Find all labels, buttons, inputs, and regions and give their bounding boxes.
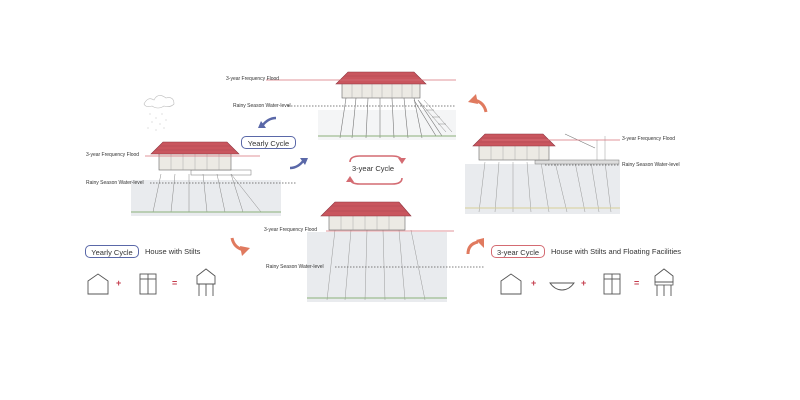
- label-flood-bottom: 3-year Frequency Flood: [264, 227, 318, 233]
- legend-stilts-caption: House with Stilts: [145, 247, 201, 256]
- scene-top: [318, 60, 456, 140]
- stilts-frame-icon: [139, 273, 157, 295]
- house-outline-icon: [87, 273, 109, 295]
- legend-three-year-badge: 3-year Cycle: [491, 245, 545, 258]
- boat-hull-icon: [549, 282, 575, 291]
- house-outline-icon-right: [500, 273, 522, 295]
- blue-arrow-left-icon: [258, 116, 277, 128]
- blue-arrow-right-icon: [289, 158, 308, 170]
- label-rainy-left: Rainy Season Water-level: [86, 180, 144, 186]
- label-rainy-right: Rainy Season Water-level: [622, 162, 680, 168]
- legend-yearly-badge: Yearly Cycle: [85, 245, 139, 258]
- equals-operator-1: =: [172, 278, 178, 288]
- scene-top-drawing: [318, 71, 456, 140]
- label-flood-top: 3-year Frequency Flood: [226, 76, 280, 82]
- yearly-cycle-badge: Yearly Cycle: [241, 136, 296, 149]
- scene-right-drawing: [465, 133, 620, 214]
- label-rainy-top: Rainy Season Water-level: [233, 103, 291, 109]
- plus-operator-1: +: [116, 278, 122, 288]
- label-rainy-bottom: Rainy Season Water-level: [266, 264, 324, 270]
- rain-cloud-icon: [143, 95, 175, 131]
- orange-arrow-top-right-icon: [468, 94, 488, 113]
- legend-floating-caption: House with Stilts and Floating Facilitie…: [551, 247, 682, 256]
- label-flood-right: 3-year Frequency Flood: [622, 136, 676, 142]
- scene-left: [131, 130, 281, 216]
- label-flood-left: 3-year Frequency Flood: [86, 152, 140, 158]
- equals-operator-2: =: [634, 278, 640, 288]
- scene-right: [465, 126, 620, 214]
- scene-left-drawing: [131, 141, 281, 216]
- three-year-cycle-center-label: 3-year Cycle: [352, 164, 395, 173]
- stilt-house-icon-left: [196, 268, 216, 296]
- orange-arrow-left-down-icon: [230, 237, 250, 256]
- stilts-frame-icon-right: [603, 273, 621, 295]
- three-year-cycle-arrows-icon: [346, 155, 406, 185]
- plus-operator-3: +: [581, 278, 587, 288]
- plus-operator-2: +: [531, 278, 537, 288]
- stilt-house-floating-icon: [654, 268, 674, 296]
- orange-arrow-right-up-icon: [466, 238, 484, 255]
